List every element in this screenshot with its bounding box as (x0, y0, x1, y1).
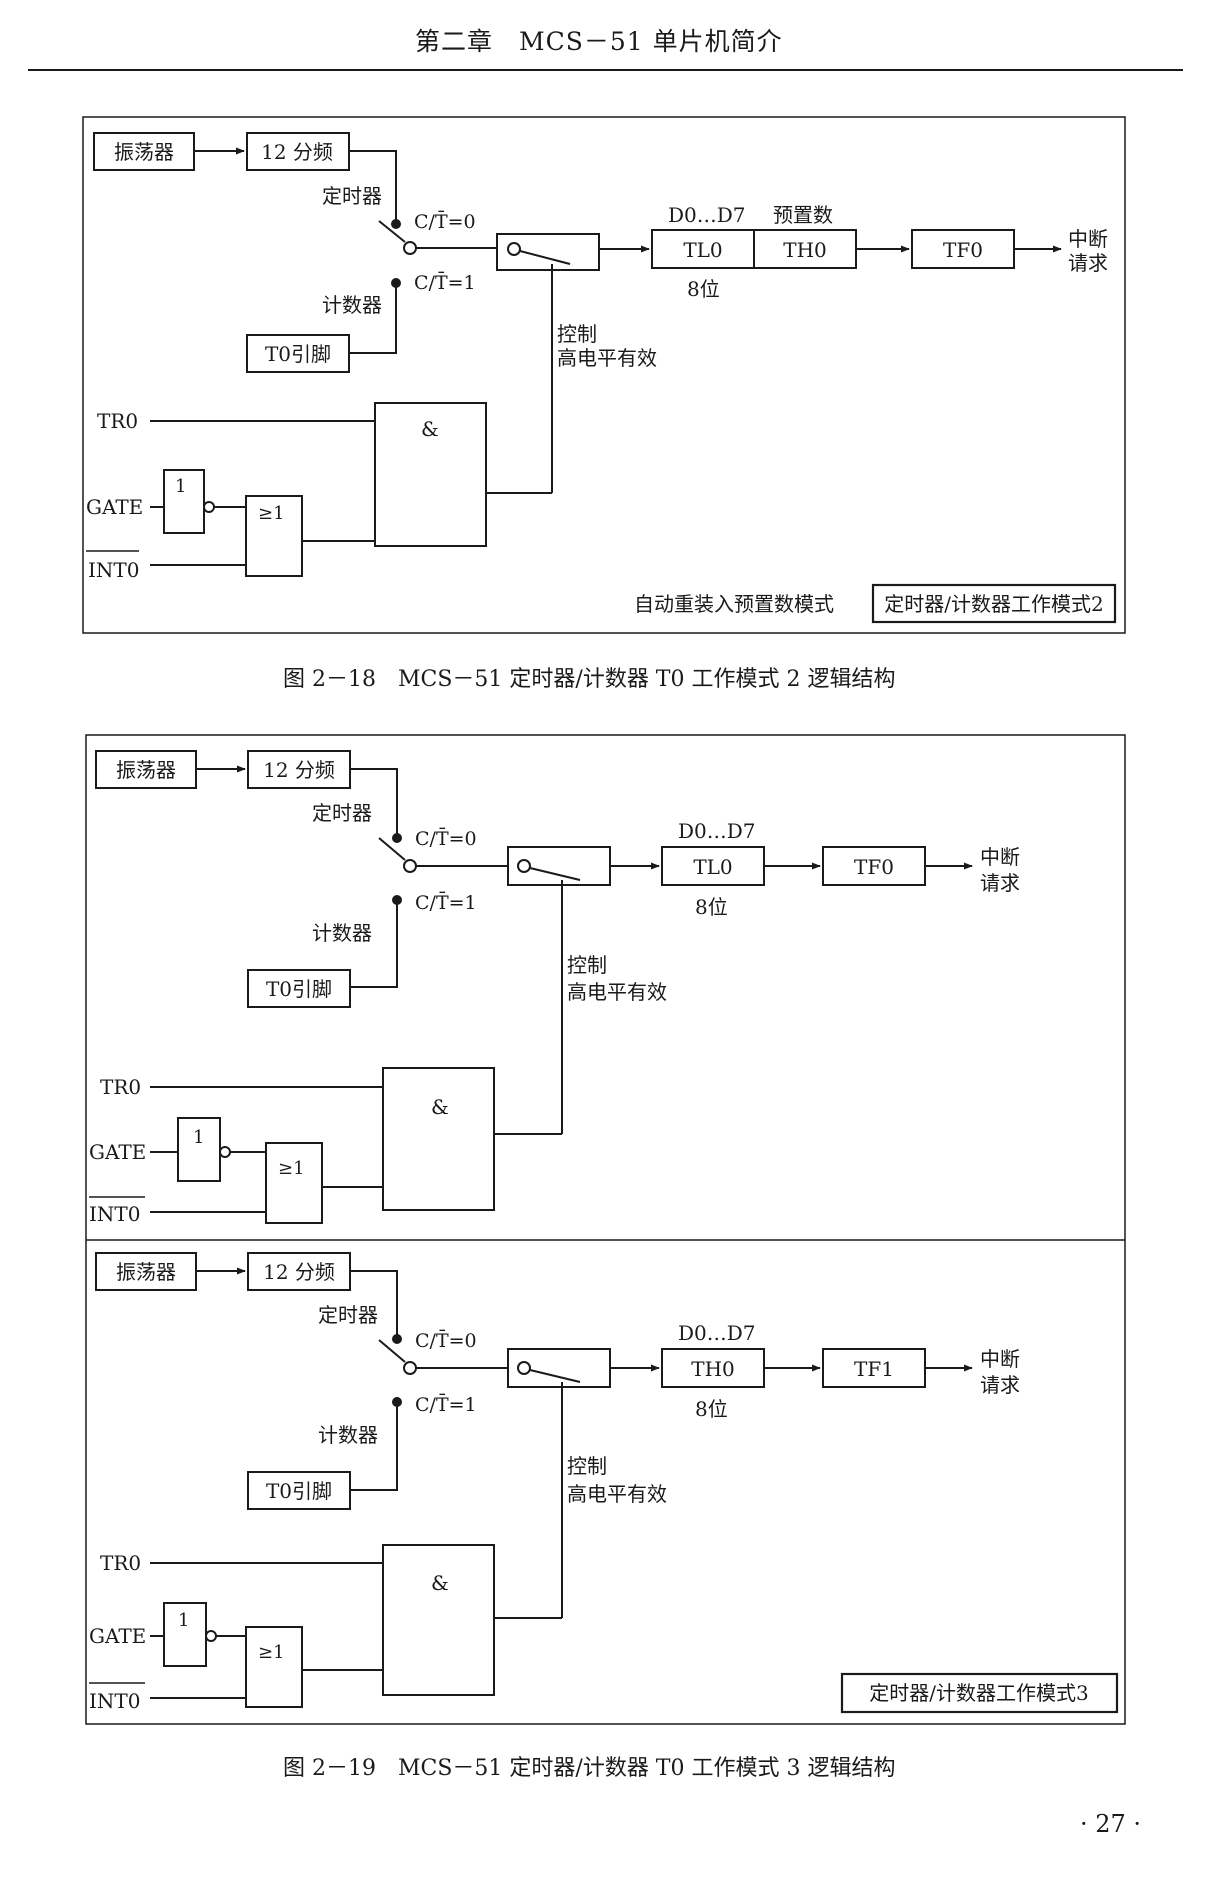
timer-contact-dot (391, 219, 401, 229)
not-gate (163, 469, 205, 534)
interrupt-label: 中断 (980, 1347, 1020, 1371)
t0-pin-label: T0引脚 (266, 1479, 332, 1503)
bit-width-label: 8位 (695, 1397, 728, 1421)
ct0-label: C/T̄=0 (414, 210, 476, 233)
and-gate (382, 1544, 495, 1696)
control-label: 控制 (567, 1454, 607, 1478)
th0-label: TH0 (783, 238, 827, 262)
mode-3-label-box (840, 1672, 1119, 1714)
t0-pin-label: T0引脚 (265, 342, 331, 366)
mode-2-label: 定时器/计数器工作模式2 (884, 592, 1103, 616)
oscillator-label: 振荡器 (116, 758, 176, 782)
data-bus-label: D0…D7 (678, 1321, 756, 1345)
tr0-label: TR0 (100, 1075, 141, 1099)
figure-2-18-caption: 图 2－18 MCS－51 定时器/计数器 T0 工作模式 2 逻辑结构 (283, 667, 896, 692)
and-symbol: & (421, 417, 439, 441)
counter-contact-dot (391, 278, 401, 288)
active-high-label: 高电平有效 (567, 980, 667, 1004)
active-high-label: 高电平有效 (557, 346, 657, 370)
figure-2-19-diagram (85, 734, 1126, 1725)
ct1-label: C/T̄=1 (415, 891, 477, 914)
ct1-label: C/T̄=1 (415, 1393, 477, 1416)
figure-2-18-labels: 振荡器 12 分频 定时器 C/T̄=0 C/T̄=1 计数器 T0引脚 控制 … (86, 140, 1108, 616)
bit-width-label: 8位 (687, 277, 720, 301)
request-label: 请求 (1068, 251, 1108, 275)
t0-pin-box (246, 334, 350, 373)
mode-2-label-box (871, 583, 1117, 624)
figure-2-19-frame (85, 734, 1126, 1725)
and-gate (382, 1067, 495, 1211)
bit-width-label: 8位 (695, 895, 728, 919)
or-gate (245, 495, 303, 577)
t0-pin-box (247, 1471, 351, 1510)
gate-switch-box (496, 233, 600, 271)
request-label: 请求 (980, 871, 1020, 895)
t0-pin-box (247, 969, 351, 1008)
counter-label: 计数器 (312, 921, 372, 945)
int0-label: INT0 (89, 1202, 140, 1226)
or-symbol: ≥1 (258, 503, 285, 524)
figure-2-18-diagram (82, 116, 1126, 634)
selector-pivot (403, 241, 417, 255)
page-number: · 27 · (1080, 1810, 1142, 1838)
preset-label: 预置数 (773, 203, 833, 227)
active-high-label: 高电平有效 (567, 1482, 667, 1506)
header-rule (28, 69, 1183, 71)
oscillator-label: 振荡器 (116, 1260, 176, 1284)
tl0-label: TL0 (683, 238, 722, 262)
oscillator-label: 振荡器 (114, 140, 174, 164)
timer-label: 定时器 (318, 1303, 378, 1327)
ct1-label: C/T̄=1 (414, 271, 476, 294)
or-symbol: ≥1 (278, 1158, 305, 1179)
or-symbol: ≥1 (258, 1642, 285, 1663)
mode-description: 自动重装入预置数模式 (634, 592, 834, 616)
figure-2-19-upper-labels: 振荡器 12 分频 定时器 C/T̄=0 C/T̄=1 计数器 T0引脚 控制 … (89, 758, 1020, 1226)
counter-label: 计数器 (322, 293, 382, 317)
data-bus-label: D0…D7 (668, 203, 746, 227)
th0-label: TH0 (691, 1357, 735, 1381)
gate-label: GATE (89, 1624, 146, 1648)
and-gate (374, 402, 487, 547)
request-label: 请求 (980, 1373, 1020, 1397)
figure-2-19-lower-labels: 振荡器 12 分频 定时器 C/T̄=0 C/T̄=1 计数器 T0引脚 控制 … (89, 1260, 1089, 1713)
int0-label: INT0 (88, 558, 139, 582)
not-symbol: 1 (175, 476, 186, 497)
ct0-label: C/T̄=0 (415, 1329, 477, 1352)
tf0-label: TF0 (943, 238, 983, 262)
t0-pin-label: T0引脚 (266, 977, 332, 1001)
data-bus-label: D0…D7 (678, 819, 756, 843)
figure-2-19-caption: 图 2－19 MCS－51 定时器/计数器 T0 工作模式 3 逻辑结构 (283, 1756, 896, 1781)
and-symbol: & (431, 1571, 449, 1595)
divider-label: 12 分频 (263, 758, 335, 782)
tr0-label: TR0 (97, 409, 138, 433)
and-symbol: & (431, 1095, 449, 1119)
control-label: 控制 (557, 322, 597, 346)
figure-2-18-frame (82, 116, 1126, 634)
timer-label: 定时器 (312, 801, 372, 825)
mode-3-label: 定时器/计数器工作模式3 (869, 1681, 1088, 1705)
tf1-label: TF1 (854, 1357, 894, 1381)
gate-label: GATE (89, 1140, 146, 1164)
or-gate (245, 1626, 303, 1708)
tf0-label: TF0 (854, 855, 894, 879)
control-label: 控制 (567, 953, 607, 977)
chapter-header: 第二章 MCS－51 单片机简介 (415, 27, 783, 56)
ct0-label: C/T̄=0 (415, 827, 477, 850)
interrupt-label: 中断 (980, 845, 1020, 869)
divider-label: 12 分频 (261, 140, 333, 164)
divider-label: 12 分频 (263, 1260, 335, 1284)
not-symbol: 1 (178, 1610, 189, 1631)
tl0-label: TL0 (693, 855, 732, 879)
or-gate (265, 1142, 323, 1224)
tr0-label: TR0 (100, 1551, 141, 1575)
gate-label: GATE (86, 495, 143, 519)
counter-label: 计数器 (318, 1423, 378, 1447)
timer-label: 定时器 (322, 184, 382, 208)
interrupt-label: 中断 (1068, 227, 1108, 251)
int0-label: INT0 (89, 1689, 140, 1713)
not-symbol: 1 (193, 1127, 204, 1148)
